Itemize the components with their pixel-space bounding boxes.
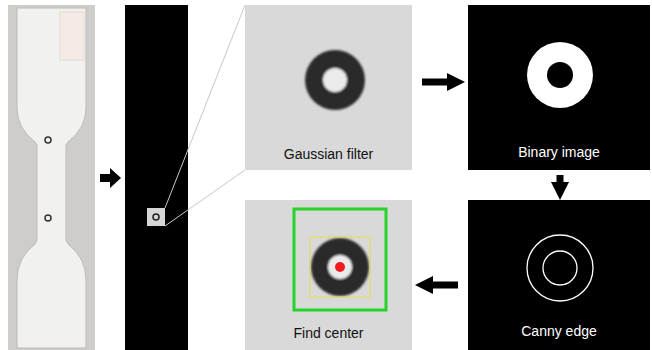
binary-hole	[547, 62, 573, 88]
image-panel: Gaussian filter	[245, 5, 412, 170]
edge-circle	[527, 235, 593, 301]
panel-label: Gaussian filter	[284, 146, 373, 162]
roi-square	[147, 208, 165, 226]
outer-bounding-box	[294, 209, 386, 310]
image-panel: Canny edge	[468, 200, 650, 350]
marker-dot	[45, 137, 51, 143]
zoom-line	[165, 5, 245, 208]
flow-arrow	[422, 79, 456, 86]
panel-label: Binary image	[518, 144, 600, 160]
blurred-marker	[305, 50, 365, 110]
inner-bounding-box	[310, 237, 370, 297]
binary-ring	[527, 42, 593, 108]
masked-image	[125, 5, 188, 350]
flow-arrow	[557, 175, 564, 191]
block-arrow	[100, 168, 121, 188]
center-point	[335, 262, 345, 272]
panel-label: Canny edge	[521, 323, 597, 339]
panel-ground	[468, 200, 650, 350]
marker-dot	[45, 215, 51, 221]
tensile-specimen	[17, 8, 86, 348]
edge-circle	[543, 251, 577, 285]
panel-ground	[245, 5, 412, 170]
roi-marker	[153, 214, 159, 220]
blurred-marker	[311, 238, 369, 296]
zoom-line	[165, 170, 245, 226]
photo-ground	[8, 5, 95, 350]
image-panel: Find center	[245, 200, 412, 350]
panel-ground	[468, 5, 650, 170]
panel-label: Find center	[293, 325, 363, 341]
panel-ground	[245, 200, 412, 350]
specimen-sticker	[60, 12, 84, 60]
flow-arrow	[424, 282, 458, 289]
image-panel: Binary image	[468, 5, 650, 170]
